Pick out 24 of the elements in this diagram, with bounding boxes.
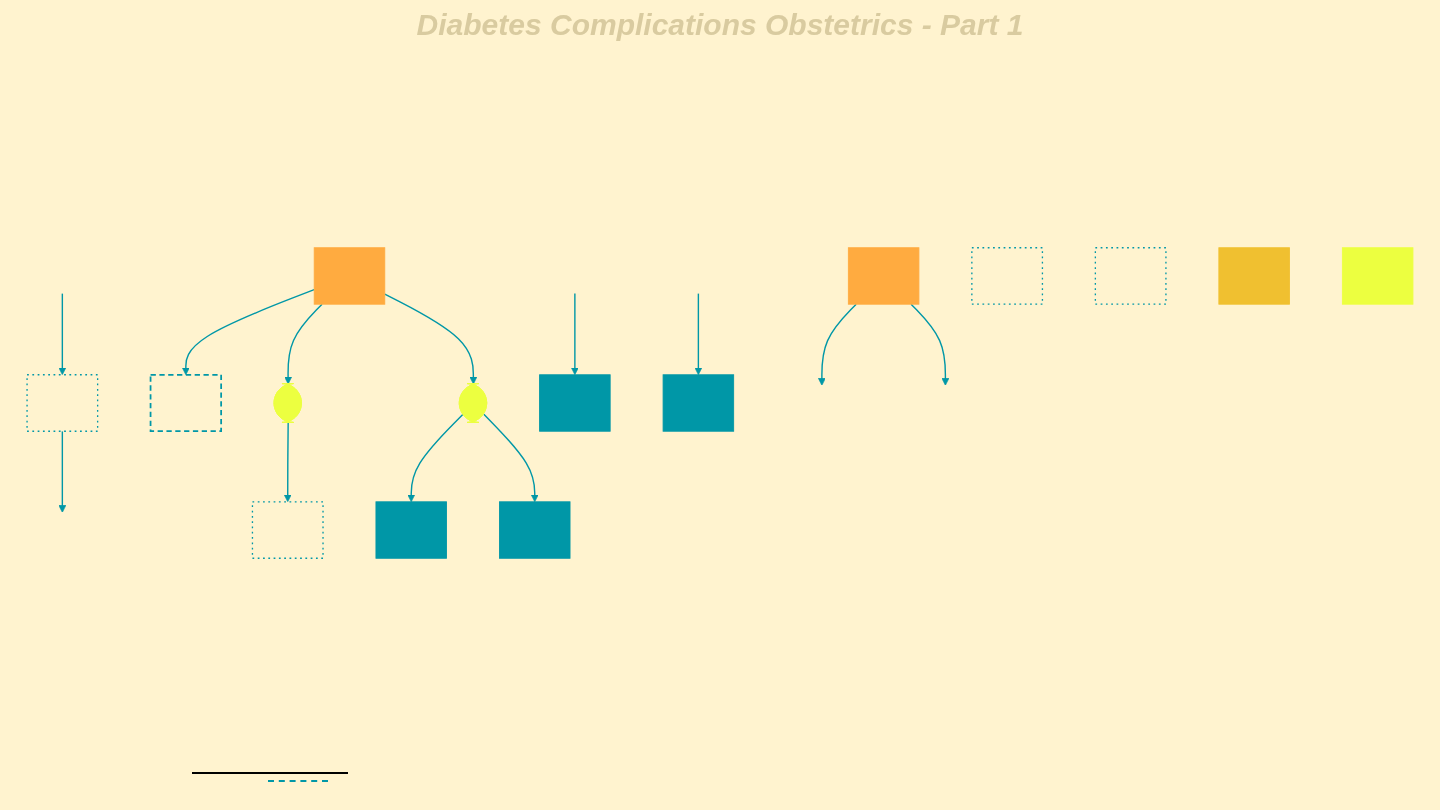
arrow [58, 430, 67, 513]
arrow [58, 292, 67, 376]
arrow [283, 422, 292, 503]
arrow [571, 292, 579, 376]
node-box [149, 373, 222, 433]
arrow [910, 303, 950, 386]
arrow [181, 288, 315, 376]
arrow [694, 292, 703, 376]
arrow [818, 303, 857, 386]
node-box [539, 374, 611, 432]
node-box [971, 247, 1044, 305]
node-box [1341, 247, 1414, 305]
arrow [483, 413, 539, 503]
node-box [1094, 247, 1167, 305]
arrow [384, 293, 478, 385]
node-box [662, 374, 735, 432]
node-box [499, 501, 571, 559]
node-box [847, 247, 920, 305]
arrow [284, 303, 323, 385]
node-box [313, 247, 386, 305]
node-box [251, 501, 324, 559]
arrow [407, 413, 464, 503]
node-box [375, 501, 447, 559]
node-bar [1218, 247, 1290, 305]
